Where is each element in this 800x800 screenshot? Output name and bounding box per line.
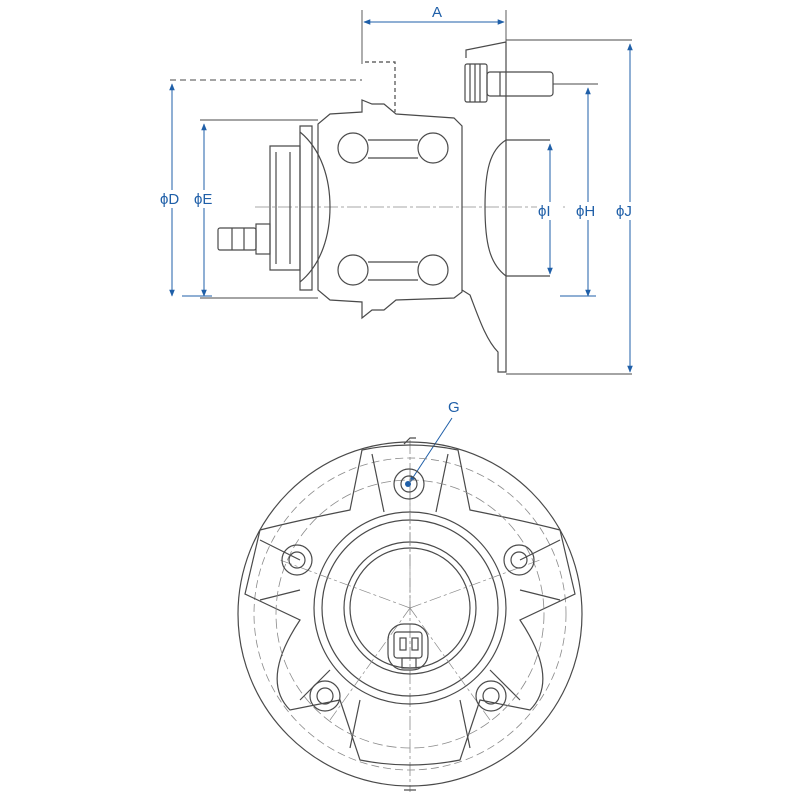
sensor-connector: [217, 223, 271, 255]
seal-cap: [269, 145, 301, 271]
label-j: ϕJ: [616, 203, 632, 220]
inner-hub: [299, 125, 313, 291]
outer-ring: [317, 99, 463, 320]
hub-flange: [461, 41, 507, 373]
side-section-view: [170, 10, 632, 375]
label-d: ϕD: [160, 191, 179, 208]
dim-g-leader: [409, 417, 453, 483]
label-g: G: [448, 399, 460, 416]
wheel-stud: [464, 63, 554, 103]
bolt-holes: [281, 468, 535, 712]
hub-outer-circle: [237, 441, 583, 787]
label-a: A: [432, 4, 442, 21]
g-point: [405, 481, 411, 487]
dimension-labels: A ϕD ϕE ϕI ϕH ϕJ G: [158, 4, 644, 416]
dimension-lines: [169, 19, 633, 483]
label-i: ϕI: [538, 203, 551, 220]
label-h: ϕH: [576, 203, 595, 220]
flange-star: [244, 444, 576, 766]
front-view: [237, 437, 583, 792]
bearing-balls: [337, 132, 449, 286]
center-sensor-plug: [387, 623, 429, 671]
label-e: ϕE: [194, 191, 212, 208]
